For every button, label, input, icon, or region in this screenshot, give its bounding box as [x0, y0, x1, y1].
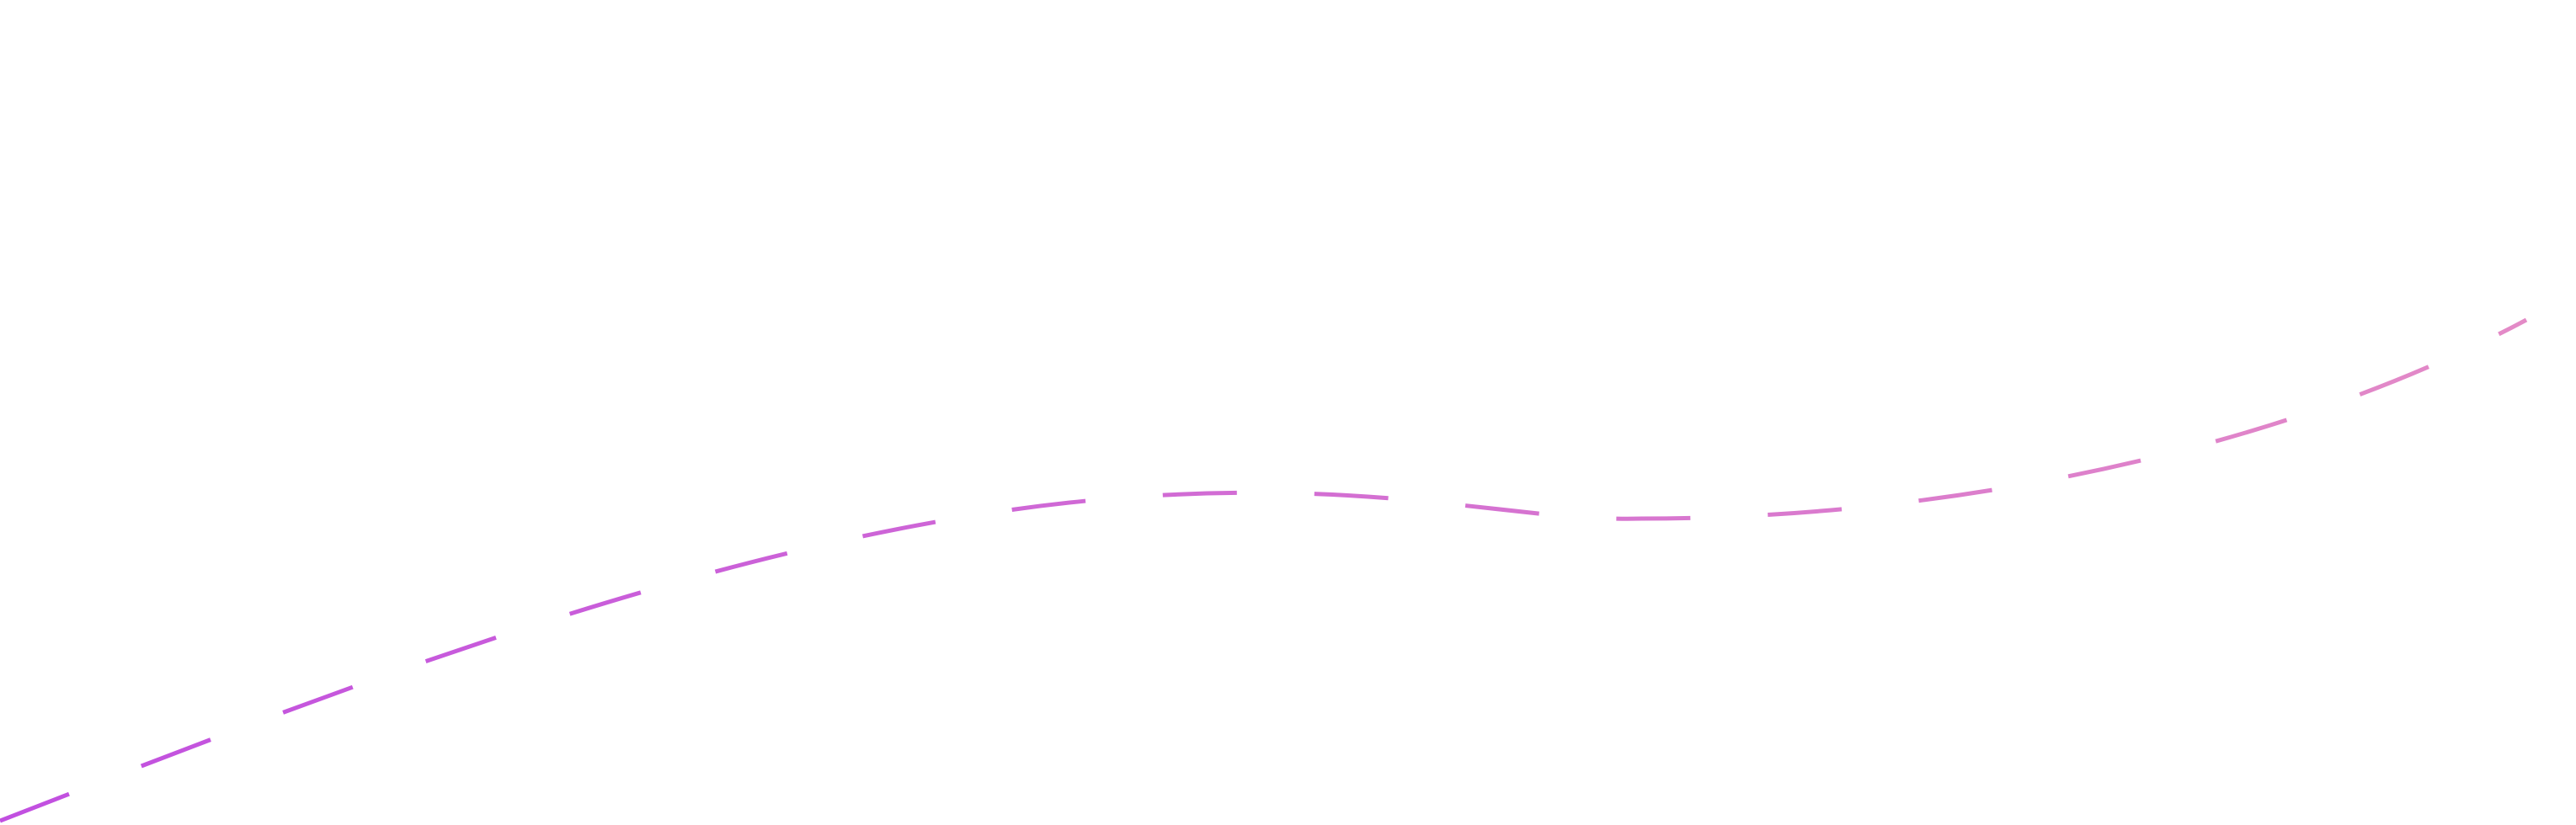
dashed-curve: [0, 317, 2528, 823]
